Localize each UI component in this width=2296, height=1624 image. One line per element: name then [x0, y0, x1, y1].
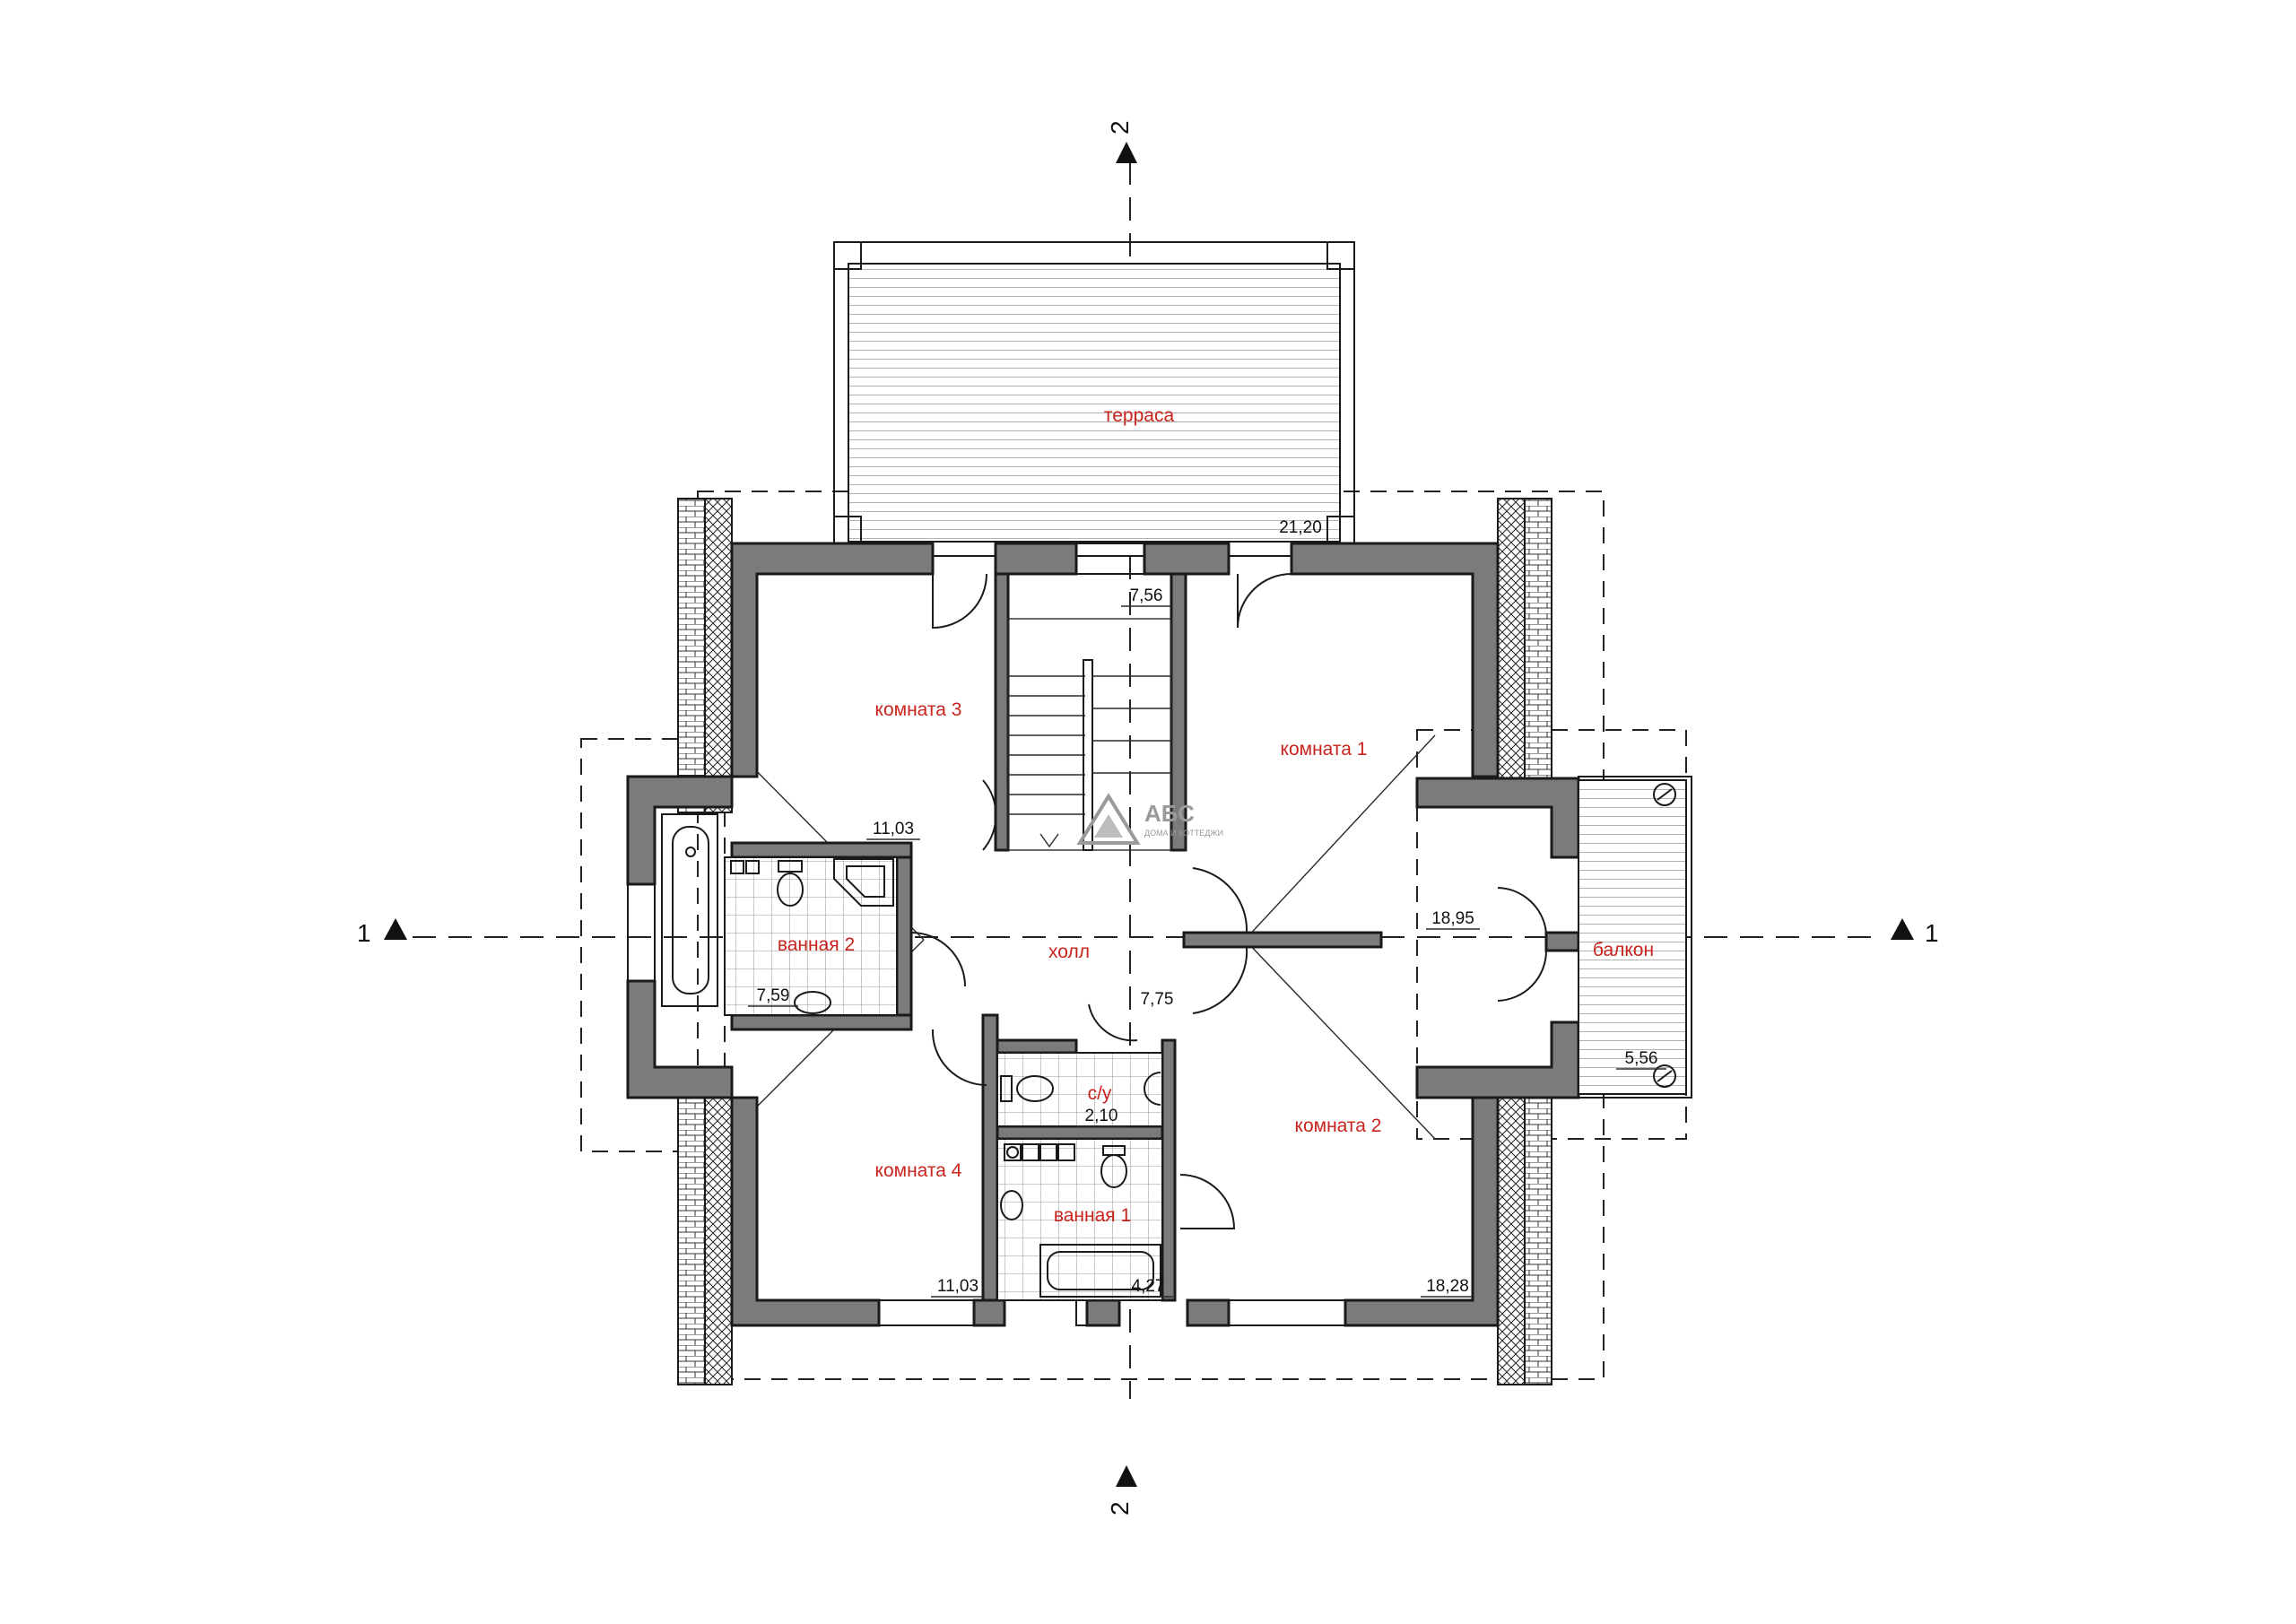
svg-text:2: 2	[1106, 120, 1134, 135]
room1-label: комната 1	[1281, 739, 1368, 760]
terrace: терраса 21,20	[833, 241, 1355, 557]
bath1-label: ванная 1	[1054, 1205, 1131, 1226]
bath2-area: 7,59	[757, 986, 790, 1005]
room2-area: 18,28	[1426, 1277, 1469, 1296]
bath1-area: 4,27	[1132, 1277, 1165, 1296]
exterior-walls	[626, 542, 1580, 1327]
room2-label: комната 2	[1295, 1116, 1382, 1136]
hall-label: холл	[1048, 942, 1090, 962]
balcony-label: балкон	[1593, 940, 1654, 960]
logo-name: АБС	[1144, 800, 1195, 827]
wc-label: с/у	[1088, 1083, 1112, 1104]
svg-text:1: 1	[357, 919, 371, 947]
exterior-cladding	[677, 498, 1552, 1385]
wc-fixtures	[996, 1052, 1163, 1127]
svg-text:2: 2	[1106, 1501, 1134, 1515]
area-labels: 7,56 11,03 18,95 7,59 7,75 2,10 5,56 11,…	[757, 586, 1658, 1296]
doors	[910, 573, 1547, 1229]
wc-area: 2,10	[1085, 1107, 1118, 1125]
balcony	[1578, 776, 1692, 1099]
logo-tagline: ДОМА И КОТТЕДЖИ	[1144, 829, 1223, 838]
room1-area: 18,95	[1431, 909, 1474, 928]
section-marker-bottom: 2	[1106, 1465, 1137, 1515]
svg-text:1: 1	[1925, 919, 1939, 947]
windows	[627, 543, 1346, 1326]
section-marker-right: 1	[1891, 918, 1939, 947]
company-logo: АБС ДОМА И КОТТЕДЖИ	[1076, 793, 1223, 845]
staircase	[1007, 618, 1172, 851]
bath2-fixtures	[661, 813, 898, 1016]
room4-label: комната 4	[875, 1160, 962, 1181]
section-marker-top: 2	[1106, 120, 1137, 163]
section-marker-left: 1	[357, 918, 407, 947]
area-underlines	[748, 605, 1666, 1298]
room3-label: комната 3	[875, 699, 962, 720]
terrace-label: терраса	[1104, 405, 1175, 426]
room4-area: 11,03	[937, 1277, 978, 1296]
bath2-label: ванная 2	[778, 934, 855, 955]
balcony-area: 5,56	[1625, 1049, 1658, 1068]
stair-area: 7,56	[1130, 586, 1163, 605]
room3-area: 11,03	[873, 820, 914, 838]
bath1-fixtures	[996, 1138, 1163, 1301]
hall-area: 7,75	[1141, 990, 1174, 1009]
terrace-area: 21,20	[1279, 518, 1322, 537]
room-labels: комната 3 комната 1 комната 2 комната 4 …	[778, 699, 1654, 1226]
